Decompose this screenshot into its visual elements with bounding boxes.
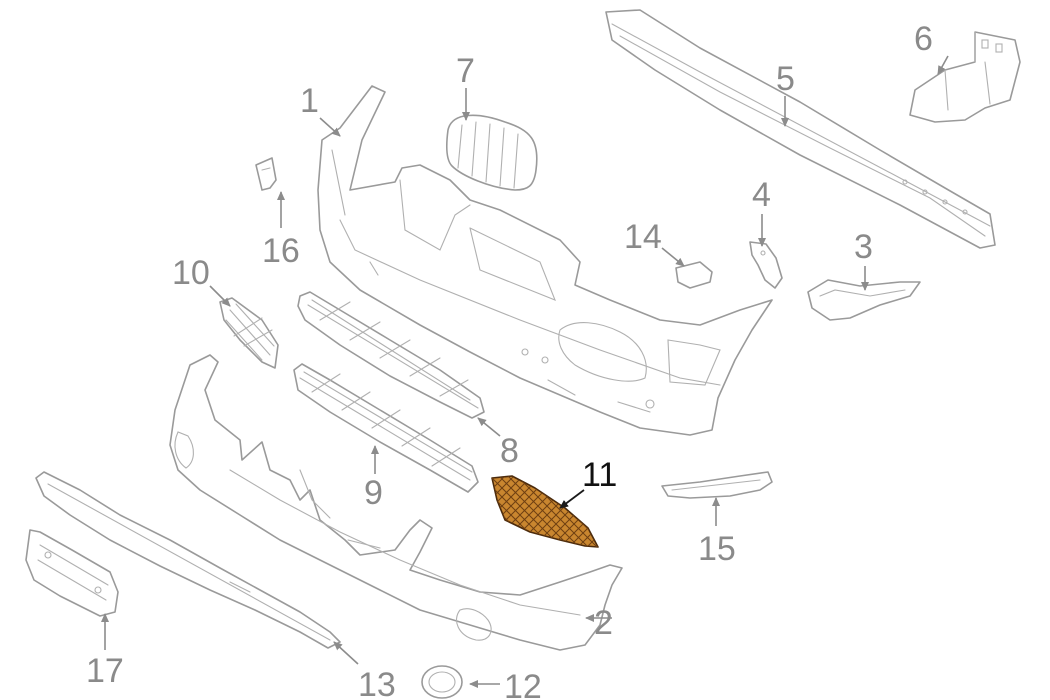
part-1-bumper-carrier (317, 85, 773, 436)
leader-6 (937, 55, 949, 75)
callout-8: 8 (500, 432, 519, 470)
callout-11: 11 (582, 456, 617, 494)
callout-2: 2 (594, 604, 613, 642)
leader-14 (661, 247, 685, 267)
callout-3: 3 (854, 228, 873, 266)
leader-10 (209, 285, 231, 307)
part-2-bumper-cover (169, 354, 623, 651)
leader-1 (319, 117, 341, 137)
part-9-lower-grille (293, 363, 479, 493)
callout-15: 15 (698, 530, 736, 568)
part-17-license-plate-holder (25, 529, 119, 617)
callout-13: 13 (358, 666, 396, 700)
callout-4: 4 (752, 176, 771, 214)
callout-6: 6 (914, 20, 933, 58)
callout-labels: 1 2 3 4 5 6 7 8 9 10 11 12 13 14 15 16 1… (86, 20, 933, 700)
callout-12: 12 (504, 668, 542, 700)
part-12-fog-ring (421, 665, 463, 699)
part-15-trim-strip (661, 471, 773, 499)
part-5-impact-bar (605, 9, 996, 249)
callout-1: 1 (300, 82, 319, 120)
callout-9: 9 (364, 474, 383, 512)
part-8-lower-grille (297, 291, 485, 419)
callout-14: 14 (624, 218, 662, 256)
leader-13 (333, 641, 359, 665)
callout-16: 16 (262, 232, 300, 270)
part-3-side-bracket (807, 279, 921, 321)
part-10-side-grille (219, 297, 279, 369)
part-4-bracket (749, 241, 783, 289)
callout-17: 17 (86, 652, 124, 690)
part-14-cover (675, 261, 713, 289)
leader-8 (477, 417, 501, 437)
leader-lines (101, 55, 949, 688)
callout-10: 10 (172, 254, 210, 292)
callout-5: 5 (776, 60, 795, 98)
callout-7: 7 (456, 52, 475, 90)
part-7-kidney-grille (446, 114, 538, 191)
part-16-clip (255, 157, 277, 191)
leader-11 (559, 489, 585, 509)
part-6-bracket (909, 31, 1021, 123)
